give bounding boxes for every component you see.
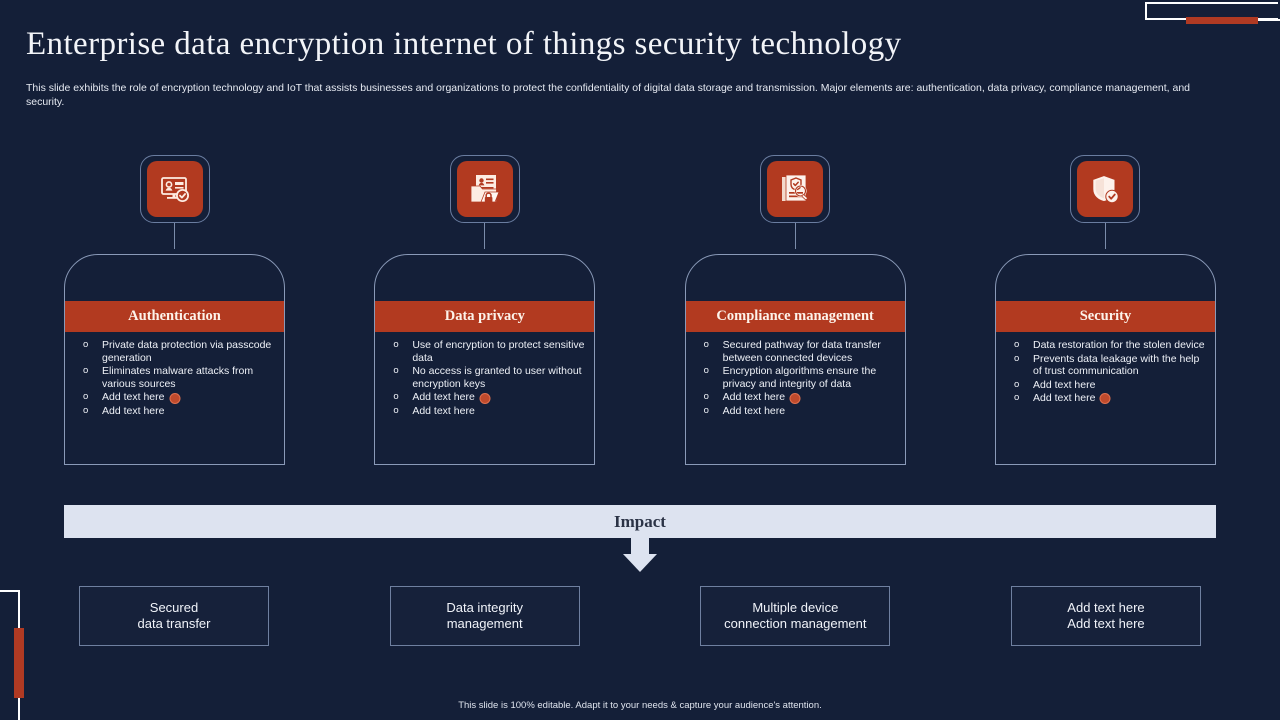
list-item: Add text here	[79, 405, 275, 418]
card-body: Data restoration for the stolen device P…	[996, 339, 1215, 406]
impact-box-line1: Secured	[149, 600, 199, 615]
column-data-privacy: Data privacy Use of encryption to protec…	[374, 155, 596, 465]
footer-note: This slide is 100% editable. Adapt it to…	[458, 700, 822, 711]
card-header-label: Data privacy	[375, 300, 595, 332]
arrow-stem	[631, 538, 649, 554]
card-compliance-management[interactable]: Compliance management Secured pathway fo…	[684, 253, 906, 465]
list-item: Data restoration for the stolen device	[1010, 339, 1206, 352]
list-item: Encryption algorithms ensure the privacy…	[700, 365, 896, 390]
connector-dot	[789, 393, 801, 404]
impact-box-line2: management	[446, 616, 523, 631]
list-item: Add text here	[79, 391, 275, 404]
bullet-list: Private data protection via passcode gen…	[79, 339, 275, 418]
connector-line	[174, 222, 175, 249]
connector-dot	[479, 393, 491, 404]
card-header-label: Security	[995, 300, 1215, 332]
impact-box-secured-data-transfer[interactable]: Secured data transfer	[79, 586, 269, 646]
card-authentication[interactable]: Authentication Private data protection v…	[64, 253, 285, 465]
impact-box-data-integrity-management[interactable]: Data integrity management	[389, 586, 580, 646]
impact-box-line1: Multiple device	[752, 600, 839, 615]
icon-frame	[449, 155, 520, 223]
folder-lock-document-icon	[456, 160, 513, 217]
connector-line	[794, 222, 796, 249]
card-data-privacy[interactable]: Data privacy Use of encryption to protec…	[374, 253, 596, 465]
impact-box-line1: Data integrity	[446, 600, 523, 615]
icon-frame	[1070, 155, 1141, 223]
page-subtitle: This slide exhibits the role of encrypti…	[26, 82, 1191, 108]
impact-box-placeholder[interactable]: Add text here Add text here	[1010, 586, 1201, 646]
impact-bar: Impact	[64, 505, 1216, 538]
arrow-head	[623, 554, 657, 572]
document-shield-magnifier-icon	[767, 160, 824, 217]
icon-frame	[760, 155, 831, 223]
decoration-top-right-line	[1258, 19, 1280, 21]
list-item: Add text here	[389, 405, 585, 418]
card-body: Use of encryption to protect sensitive d…	[375, 339, 594, 419]
list-item: Add text here	[700, 391, 896, 404]
impact-box-line1: Add text here	[1067, 600, 1145, 615]
card-header-label: Authentication	[65, 300, 284, 332]
impact-box-line2: Add text here	[1067, 616, 1145, 631]
impact-box-line2: connection management	[724, 616, 867, 631]
list-item: Secured pathway for data transfer betwee…	[700, 339, 896, 364]
list-item: Eliminates malware attacks from various …	[79, 365, 275, 390]
impact-box-multiple-device-connection-management[interactable]: Multiple device connection management	[700, 586, 891, 646]
card-header-label: Compliance management	[685, 300, 905, 332]
card-body: Secured pathway for data transfer betwee…	[686, 339, 905, 419]
list-item: Add text here	[1010, 392, 1206, 405]
connector-line	[1104, 222, 1106, 249]
connector-line	[484, 222, 486, 249]
impact-label: Impact	[614, 511, 666, 531]
decoration-bottom-left-accent-bar	[14, 628, 24, 698]
list-item: No access is granted to user without enc…	[389, 365, 585, 390]
connector-dot	[1099, 393, 1111, 404]
column-authentication: Authentication Private data protection v…	[64, 155, 285, 465]
list-item: Add text here	[700, 405, 896, 418]
column-compliance-management: Compliance management Secured pathway fo…	[684, 155, 906, 465]
bullet-list: Use of encryption to protect sensitive d…	[389, 339, 585, 418]
list-item: Use of encryption to protect sensitive d…	[389, 339, 585, 364]
connector-dot	[169, 393, 180, 404]
impact-box-line2: data transfer	[137, 616, 211, 631]
shield-check-icon	[1077, 160, 1134, 217]
list-item: Private data protection via passcode gen…	[79, 339, 275, 364]
list-item: Prevents data leakage with the help of t…	[1010, 353, 1206, 378]
list-item: Add text here	[1010, 379, 1206, 392]
page-title: Enterprise data encryption internet of t…	[26, 26, 902, 62]
card-body: Private data protection via passcode gen…	[65, 339, 284, 419]
card-security[interactable]: Security Data restoration for the stolen…	[994, 253, 1216, 465]
decoration-top-right-accent-bar	[1186, 17, 1258, 24]
bullet-list: Secured pathway for data transfer betwee…	[700, 339, 896, 418]
id-card-monitor-check-icon	[146, 160, 203, 217]
bullet-list: Data restoration for the stolen device P…	[1010, 339, 1206, 405]
columns-container: Authentication Private data protection v…	[64, 155, 1216, 465]
list-item: Add text here	[389, 391, 585, 404]
column-security: Security Data restoration for the stolen…	[994, 155, 1216, 465]
impact-boxes-row: Secured data transfer Data integrity man…	[79, 586, 1201, 646]
icon-frame	[139, 155, 210, 223]
